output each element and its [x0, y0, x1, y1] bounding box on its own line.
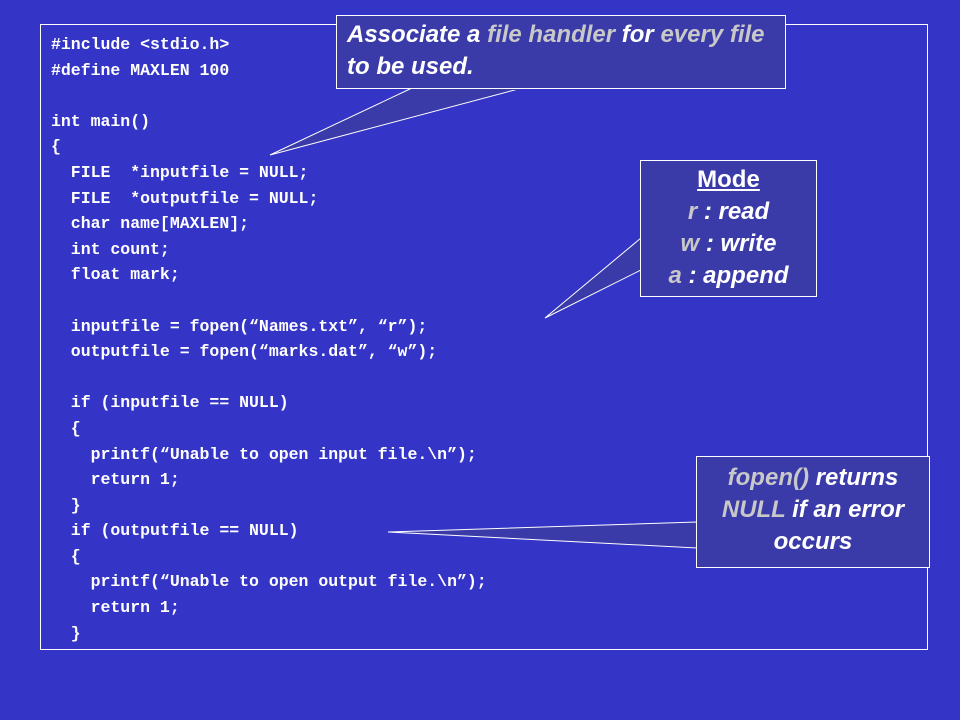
- code-line-7: FILE *outputfile = NULL;: [51, 188, 319, 208]
- code-line-2: #define MAXLEN 100: [51, 60, 230, 80]
- fopen-null-text-3: NULL: [721, 496, 786, 523]
- code-line-18: return 1;: [51, 470, 180, 490]
- code-line-24: }: [51, 623, 81, 643]
- mode-row-write: w : write: [641, 228, 816, 260]
- file-handler-text-4: every file: [660, 21, 765, 48]
- code-panel: #include <stdio.h> #define MAXLEN 100 in…: [40, 24, 928, 650]
- mode-callout: Mode r : read w : write a : append: [640, 160, 817, 297]
- code-line-12: inputfile = fopen(“Names.txt”, “r”);: [51, 316, 428, 336]
- mode-pointer: [544, 236, 642, 319]
- code-line-1: #include <stdio.h>: [51, 35, 230, 54]
- code-line-10: float mark;: [51, 265, 180, 285]
- file-handler-text-2: file handler: [487, 21, 616, 48]
- code-line-17: printf(“Unable to open input file.\n”);: [51, 444, 477, 464]
- code-line-6: FILE *inputfile = NULL;: [51, 162, 309, 182]
- file-handler-text-5: to be used.: [347, 53, 474, 80]
- mode-row-read: r : read: [641, 196, 816, 228]
- code-line-21: {: [51, 546, 81, 566]
- code-line-5: {: [51, 137, 61, 157]
- code-line-13: outputfile = fopen(“marks.dat”, “w”);: [51, 342, 438, 362]
- mode-letter-r: r: [687, 198, 698, 225]
- mode-text-append: : append: [681, 262, 789, 289]
- file-handler-callout: Associate a file handler for every file …: [336, 15, 786, 89]
- mode-title: Mode: [697, 166, 760, 193]
- code-line-23: return 1;: [51, 598, 180, 618]
- mode-row-append: a : append: [641, 260, 816, 292]
- mode-letter-w: w: [680, 230, 700, 257]
- fopen-null-text-2: returns: [808, 464, 899, 491]
- code-listing: #include <stdio.h> #define MAXLEN 100 in…: [51, 32, 487, 646]
- mode-text-read: : read: [697, 198, 770, 225]
- code-line-9: int count;: [51, 239, 170, 259]
- code-line-15: if (inputfile == NULL): [51, 393, 289, 413]
- code-line-22: printf(“Unable to open output file.\n”);: [51, 572, 487, 592]
- fopen-null-text-1: fopen(): [727, 464, 809, 491]
- code-line-20: if (outputfile == NULL): [51, 521, 299, 541]
- code-line-8: char name[MAXLEN];: [51, 214, 250, 234]
- fopen-null-pointer: [387, 521, 698, 549]
- file-handler-pointer: [269, 87, 523, 156]
- mode-letter-a: a: [668, 262, 682, 289]
- fopen-null-text-4: if an error occurs: [773, 496, 905, 555]
- file-handler-text-3: for: [615, 21, 661, 48]
- file-handler-text-1: Associate a: [347, 21, 488, 48]
- code-line-19: }: [51, 495, 81, 515]
- code-line-4: int main(): [51, 111, 151, 131]
- mode-text-write: : write: [699, 230, 777, 257]
- code-line-16: {: [51, 418, 81, 438]
